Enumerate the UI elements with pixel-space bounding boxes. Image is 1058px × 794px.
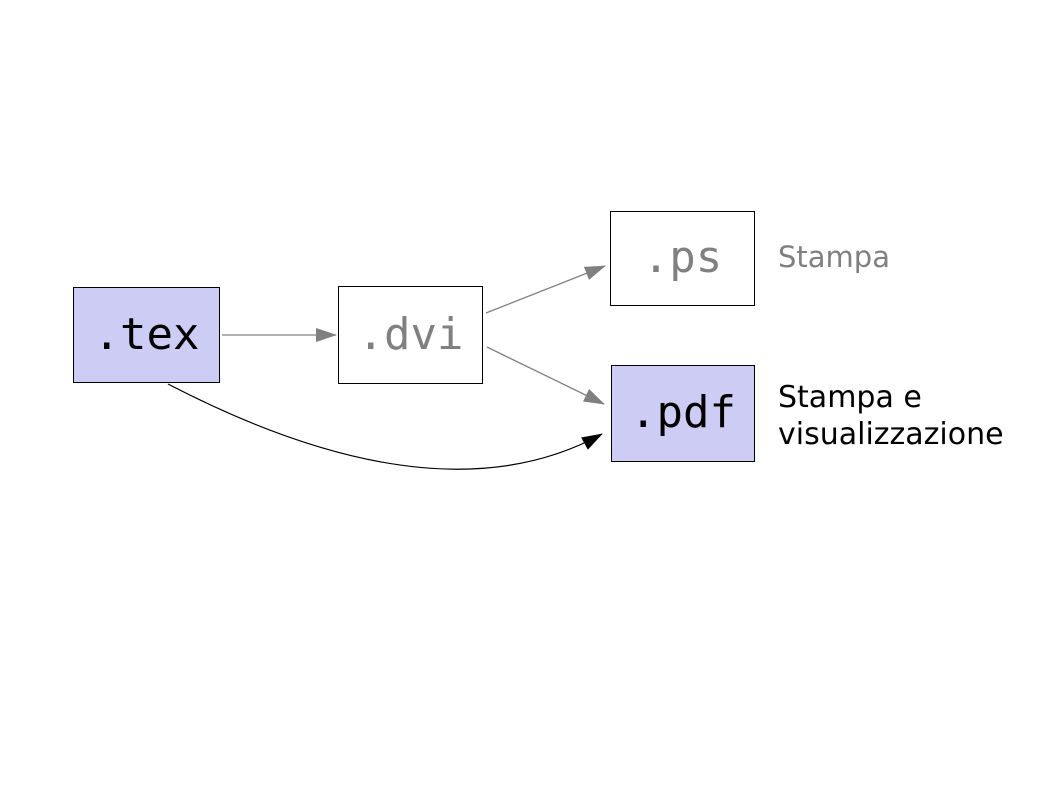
node-pdf-label: .pdf: [630, 387, 736, 439]
node-dvi: .dvi: [338, 286, 483, 384]
edge-dvi-to-pdf-arrow: [486, 346, 605, 405]
annotation-stampa: Stampa: [778, 240, 890, 274]
node-pdf: .pdf: [611, 365, 755, 462]
edge-dvi-to-ps-arrow: [485, 265, 606, 314]
node-tex-label: .tex: [93, 308, 200, 360]
node-dvi-label: .dvi: [357, 308, 464, 360]
node-tex: .tex: [73, 287, 220, 383]
edge-tex-to-pdf-curved-arrow: [167, 383, 603, 470]
node-ps: .ps: [610, 211, 755, 306]
node-ps-label: .ps: [642, 232, 723, 284]
annotation-stampa-e-visualizzazione: Stampa e visualizzazione: [778, 380, 1004, 452]
